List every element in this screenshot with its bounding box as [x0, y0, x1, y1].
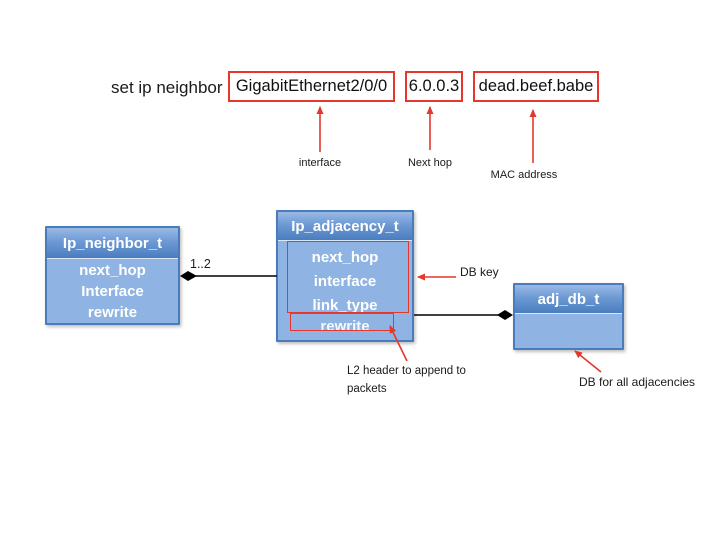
class-box-ip-neighbor-t: Ip_neighbor_t next_hop Interface rewrite: [45, 226, 180, 325]
diamond-adjdb-end: [497, 310, 513, 320]
db-key-highlight-rect: [287, 241, 409, 313]
class-title-adj-db-t: adj_db_t: [515, 285, 622, 314]
db-for-all-note: DB for all adjacencies: [579, 375, 696, 389]
class-title-ip-adjacency-t: Ip_adjacency_t: [278, 212, 412, 241]
arg-label-interface: interface: [298, 157, 342, 169]
field-link-type: link_type: [312, 297, 378, 314]
multiplicity-label: 1..2: [190, 257, 211, 271]
l2-header-note: L2 header to append to packets: [347, 365, 466, 395]
class-fields-ip-adjacency-t: next_hop interface link_type rewrite: [278, 241, 412, 335]
arg-label-next-hop: Next hop: [407, 157, 453, 169]
command-arg-interface: GigabitEthernet2/0/0: [228, 71, 395, 102]
field-interface: Interface: [81, 283, 144, 300]
rewrite-highlight-rect: [290, 313, 394, 331]
arrow-db-for-all: [574, 350, 602, 373]
class-box-adj-db-t: adj_db_t: [513, 283, 624, 350]
diamond-neighbor-end: [180, 271, 197, 281]
class-fields-ip-neighbor-t: next_hop Interface rewrite: [47, 259, 178, 323]
field-interface: interface: [313, 273, 377, 290]
command-arg-next-hop: 6.0.0.3: [405, 71, 463, 102]
command-text: set ip neighbor: [111, 78, 223, 97]
class-title-ip-neighbor-t: Ip_neighbor_t: [47, 228, 178, 259]
db-key-note: DB key: [460, 265, 499, 279]
link-neighbor-adjacency: [180, 271, 277, 281]
field-rewrite: rewrite: [87, 304, 138, 321]
arg-label-mac-address: MAC address: [490, 169, 558, 181]
class-box-ip-adjacency-t: Ip_adjacency_t next_hop interface link_t…: [276, 210, 414, 342]
field-next-hop: next_hop: [311, 249, 379, 266]
field-next-hop: next_hop: [79, 262, 146, 279]
command-arg-mac-address: dead.beef.babe: [473, 71, 599, 102]
link-adjacency-adjdb: [414, 310, 513, 320]
